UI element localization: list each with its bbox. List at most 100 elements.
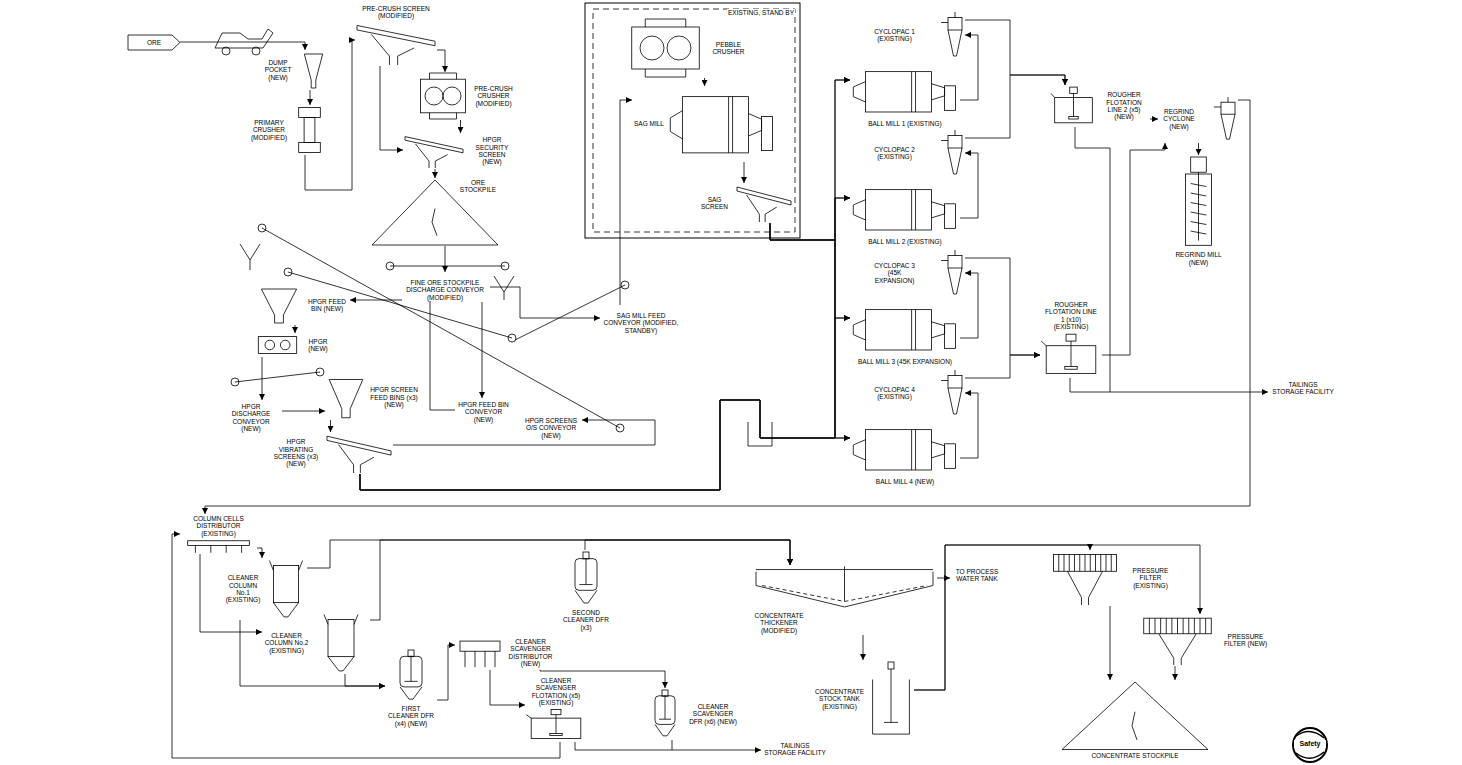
mill-symbol — [912, 310, 916, 350]
equipment-name: HPGR DISCHARGE CONVEYOR (NEW) — [223, 403, 279, 433]
haul-truck — [215, 29, 273, 48]
standby-group: EXISTING, STAND BYPEBBLE CRUSHERSAG MILL… — [592, 8, 796, 233]
tank-symbol — [888, 662, 894, 669]
dfr-symbol — [655, 690, 675, 736]
mill-symbol — [931, 84, 944, 100]
equipment-label: HPGR DISCHARGE CONVEYOR (NEW) — [222, 403, 280, 433]
filter-symbol — [1054, 554, 1117, 571]
group-symbol — [593, 9, 795, 232]
equipment-label: BALL MILL 3 (45K EXPANSION) — [857, 358, 953, 365]
equipment-node: DUMP POCKET (NEW) — [255, 50, 325, 90]
belt-conveyor — [316, 368, 324, 376]
equipment-name: HPGR SCREEN FEED BINS (x3) (NEW) — [370, 386, 418, 408]
dfr-symbol — [575, 552, 597, 603]
mill-symbol — [945, 204, 956, 229]
flow-line — [620, 100, 632, 305]
screen-symbol — [327, 436, 391, 455]
mill-symbol — [912, 190, 916, 230]
hpgr-symbol — [280, 340, 290, 350]
crusher-symbol — [425, 87, 443, 105]
pile-symbol — [432, 209, 437, 236]
equipment-name: SAG SCREEN — [697, 196, 732, 211]
mill-symbol — [853, 430, 955, 470]
equipment-name: BALL MILL 3 (45K EXPANSION) — [858, 358, 952, 365]
filter-symbol — [1183, 618, 1184, 634]
flow-line — [360, 318, 850, 490]
cyclone-symbol — [941, 130, 955, 141]
screen-symbol — [339, 445, 374, 473]
equipment-name: BALL MILL 1 (EXISTING) — [868, 120, 942, 127]
tank-symbol — [884, 669, 898, 722]
spool-symbol — [299, 108, 321, 153]
equipment-label: BALL MILL 4 (NEW) — [875, 478, 935, 485]
equipment-label: HPGR FEED BIN CONVEYOR (NEW) — [457, 401, 510, 423]
equipment-name: CLEANER SCAVENGER DFR (x6) (NEW) — [688, 703, 738, 725]
belt-conveyor — [235, 372, 320, 382]
crusher-symbol — [421, 79, 466, 113]
haul-truck — [222, 47, 230, 55]
equipment-node: ORE — [128, 35, 180, 50]
equipment-node: CYCLOPAC 4 (EXISTING) — [870, 368, 965, 418]
filter-symbol — [1074, 554, 1075, 571]
mill-symbol — [748, 114, 761, 136]
flow-line — [1150, 119, 1158, 120]
equipment-name: SAG MILL — [634, 120, 664, 127]
equipment-name: CLEANER COLUMN No.2 (EXISTING) — [264, 632, 309, 654]
mill-symbol — [729, 97, 733, 153]
filter-symbol — [1100, 554, 1101, 571]
equipment-node: CYCLOPAC 2 (EXISTING) — [870, 128, 965, 178]
equipment-node: PRESSURE FILTER (EXISTING) — [1050, 550, 1180, 606]
mill-symbol — [931, 322, 944, 338]
mill-symbol — [865, 190, 931, 230]
flow-line — [770, 223, 850, 438]
flow-line — [460, 120, 461, 133]
tailings-line — [575, 127, 1268, 750]
screen-symbol — [405, 137, 463, 168]
tailings-line — [672, 740, 673, 750]
equipment-node: CLEANER SCAVENGER DISTRIBUTOR (NEW) — [455, 636, 555, 670]
flow-line — [345, 674, 385, 686]
equipment-name: ROUGHER FLOTATION LINE 1 (x10) (EXISTING… — [1043, 301, 1099, 331]
equipment-label: PRIMARY CRUSHER (MODIFIED) — [244, 119, 294, 141]
equipment-label: REGRIND MILL (NEW) — [1172, 251, 1225, 266]
equipment-label: CLEANER SCAVENGER DFR (x6) (NEW) — [687, 703, 739, 725]
cyclone-symbol — [948, 136, 962, 149]
dist-symbol — [210, 545, 211, 552]
dist-symbol — [241, 545, 242, 552]
belt-conveyor — [621, 281, 629, 289]
column-symbol — [328, 619, 354, 656]
filter-symbol — [1166, 618, 1167, 634]
flow-line — [305, 40, 355, 190]
equipment-name: CYCLOPAC 2 (EXISTING) — [872, 146, 917, 161]
cyclone-symbol — [948, 148, 962, 174]
cyclone-symbol — [941, 130, 962, 174]
equipment-name: HPGR SCREENS O/S CONVEYOR (NEW) — [523, 417, 579, 439]
screen-symbol — [415, 144, 447, 168]
equipment-label: CONCENTRATE THICKENER (MODIFIED) — [753, 612, 805, 634]
belt-conveyor — [258, 224, 266, 232]
dist-symbol — [195, 545, 196, 552]
equipment-label: ORE STOCKPILE — [457, 179, 499, 194]
flow-line — [960, 273, 978, 338]
filter-symbol — [1159, 634, 1197, 665]
thick-symbol — [756, 566, 933, 607]
mill-symbol — [853, 72, 955, 112]
screen-symbol — [327, 436, 391, 473]
equipment-node: PRE-CRUSH SCREEN (MODIFIED) — [355, 4, 437, 66]
flow-line — [1198, 143, 1199, 155]
cyclone-symbol — [948, 256, 962, 269]
filter-symbol — [1054, 554, 1117, 605]
equipment-label: HPGR SECURITY SCREEN (NEW) — [467, 136, 517, 166]
tower-symbol — [1191, 231, 1207, 234]
filter-symbol — [1149, 618, 1150, 634]
equipment-node: HPGR SCREEN FEED BINS (x3) (NEW) — [325, 375, 420, 420]
mill-symbol — [912, 72, 916, 112]
flow-line — [585, 540, 790, 565]
mill-symbol — [945, 86, 956, 111]
cyclone-symbol — [1221, 102, 1235, 114]
filter-symbol — [1144, 618, 1212, 665]
tower-symbol — [1191, 184, 1207, 187]
flow-line — [445, 246, 446, 272]
screen-symbol — [747, 195, 777, 222]
flow-line — [437, 645, 455, 700]
